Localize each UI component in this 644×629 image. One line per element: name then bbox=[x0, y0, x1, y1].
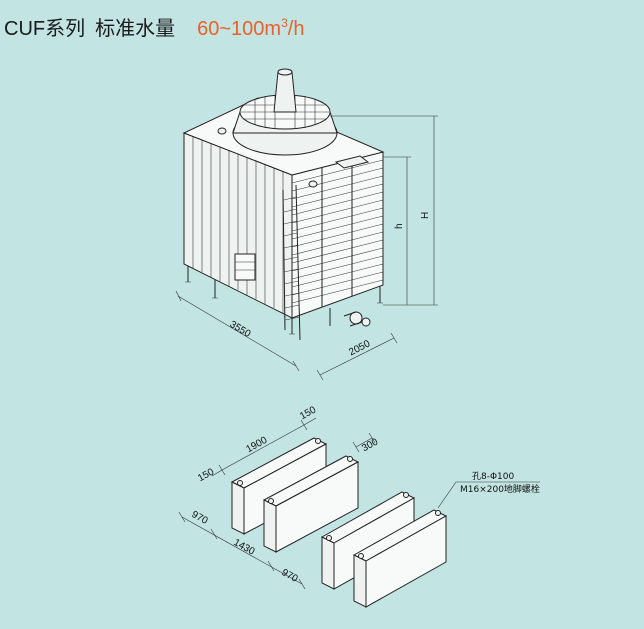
fan-motor bbox=[273, 71, 297, 113]
access-door bbox=[234, 253, 256, 281]
ladder bbox=[282, 184, 301, 341]
tower-louvers bbox=[291, 159, 384, 304]
dim-beam-width-label: 300 bbox=[360, 436, 380, 454]
dim-left-offset-label: 150 bbox=[196, 466, 216, 484]
dim-span-a-label: 970 bbox=[190, 509, 210, 527]
dim-height-outer-label: H bbox=[420, 212, 431, 219]
dim-top-length-label: 1900 bbox=[244, 435, 269, 456]
tower-right-face bbox=[291, 151, 384, 319]
tower-posts bbox=[321, 160, 353, 307]
flow-label: 标准水量 bbox=[95, 18, 176, 40]
dim-height-inner-label: h bbox=[394, 223, 405, 229]
dim-top-offset-label: 150 bbox=[298, 404, 318, 422]
bolt-spec: M16×200地脚螺栓 bbox=[460, 483, 540, 495]
foundation-beam-2 bbox=[262, 455, 360, 553]
distribution-box bbox=[334, 155, 370, 169]
dim-top-offset: 150 bbox=[298, 404, 318, 426]
dim-width: 2050 bbox=[316, 332, 398, 381]
cooling-tower: 3550 2050 H h bbox=[175, 68, 438, 381]
pipe-connections bbox=[343, 311, 371, 327]
dim-length-label: 3550 bbox=[228, 319, 253, 340]
anchor-bolt-note: 孔8-Φ100 M16×200地脚螺栓 bbox=[437, 471, 540, 509]
page-title: CUF系列标准水量 60~100m3/h bbox=[4, 12, 304, 41]
tower-legs bbox=[185, 266, 383, 335]
foundation-beam-4 bbox=[352, 509, 448, 608]
dim-left-offset: 150 bbox=[196, 466, 223, 484]
flow-range: 60~100m3/h bbox=[197, 16, 305, 40]
series-name: CUF系列 bbox=[4, 18, 86, 40]
dim-height-outer: H bbox=[330, 115, 438, 306]
dim-height-inner: h bbox=[383, 156, 411, 305]
hole-spec: 孔8-Φ100 bbox=[472, 471, 515, 482]
dim-beam-width: 300 bbox=[352, 432, 380, 454]
dim-span-c-label: 970 bbox=[280, 567, 300, 585]
dim-span-b-label: 1430 bbox=[232, 537, 257, 558]
foundation-plan: 1900 150 150 300 970 1430 970 bbox=[178, 404, 540, 608]
